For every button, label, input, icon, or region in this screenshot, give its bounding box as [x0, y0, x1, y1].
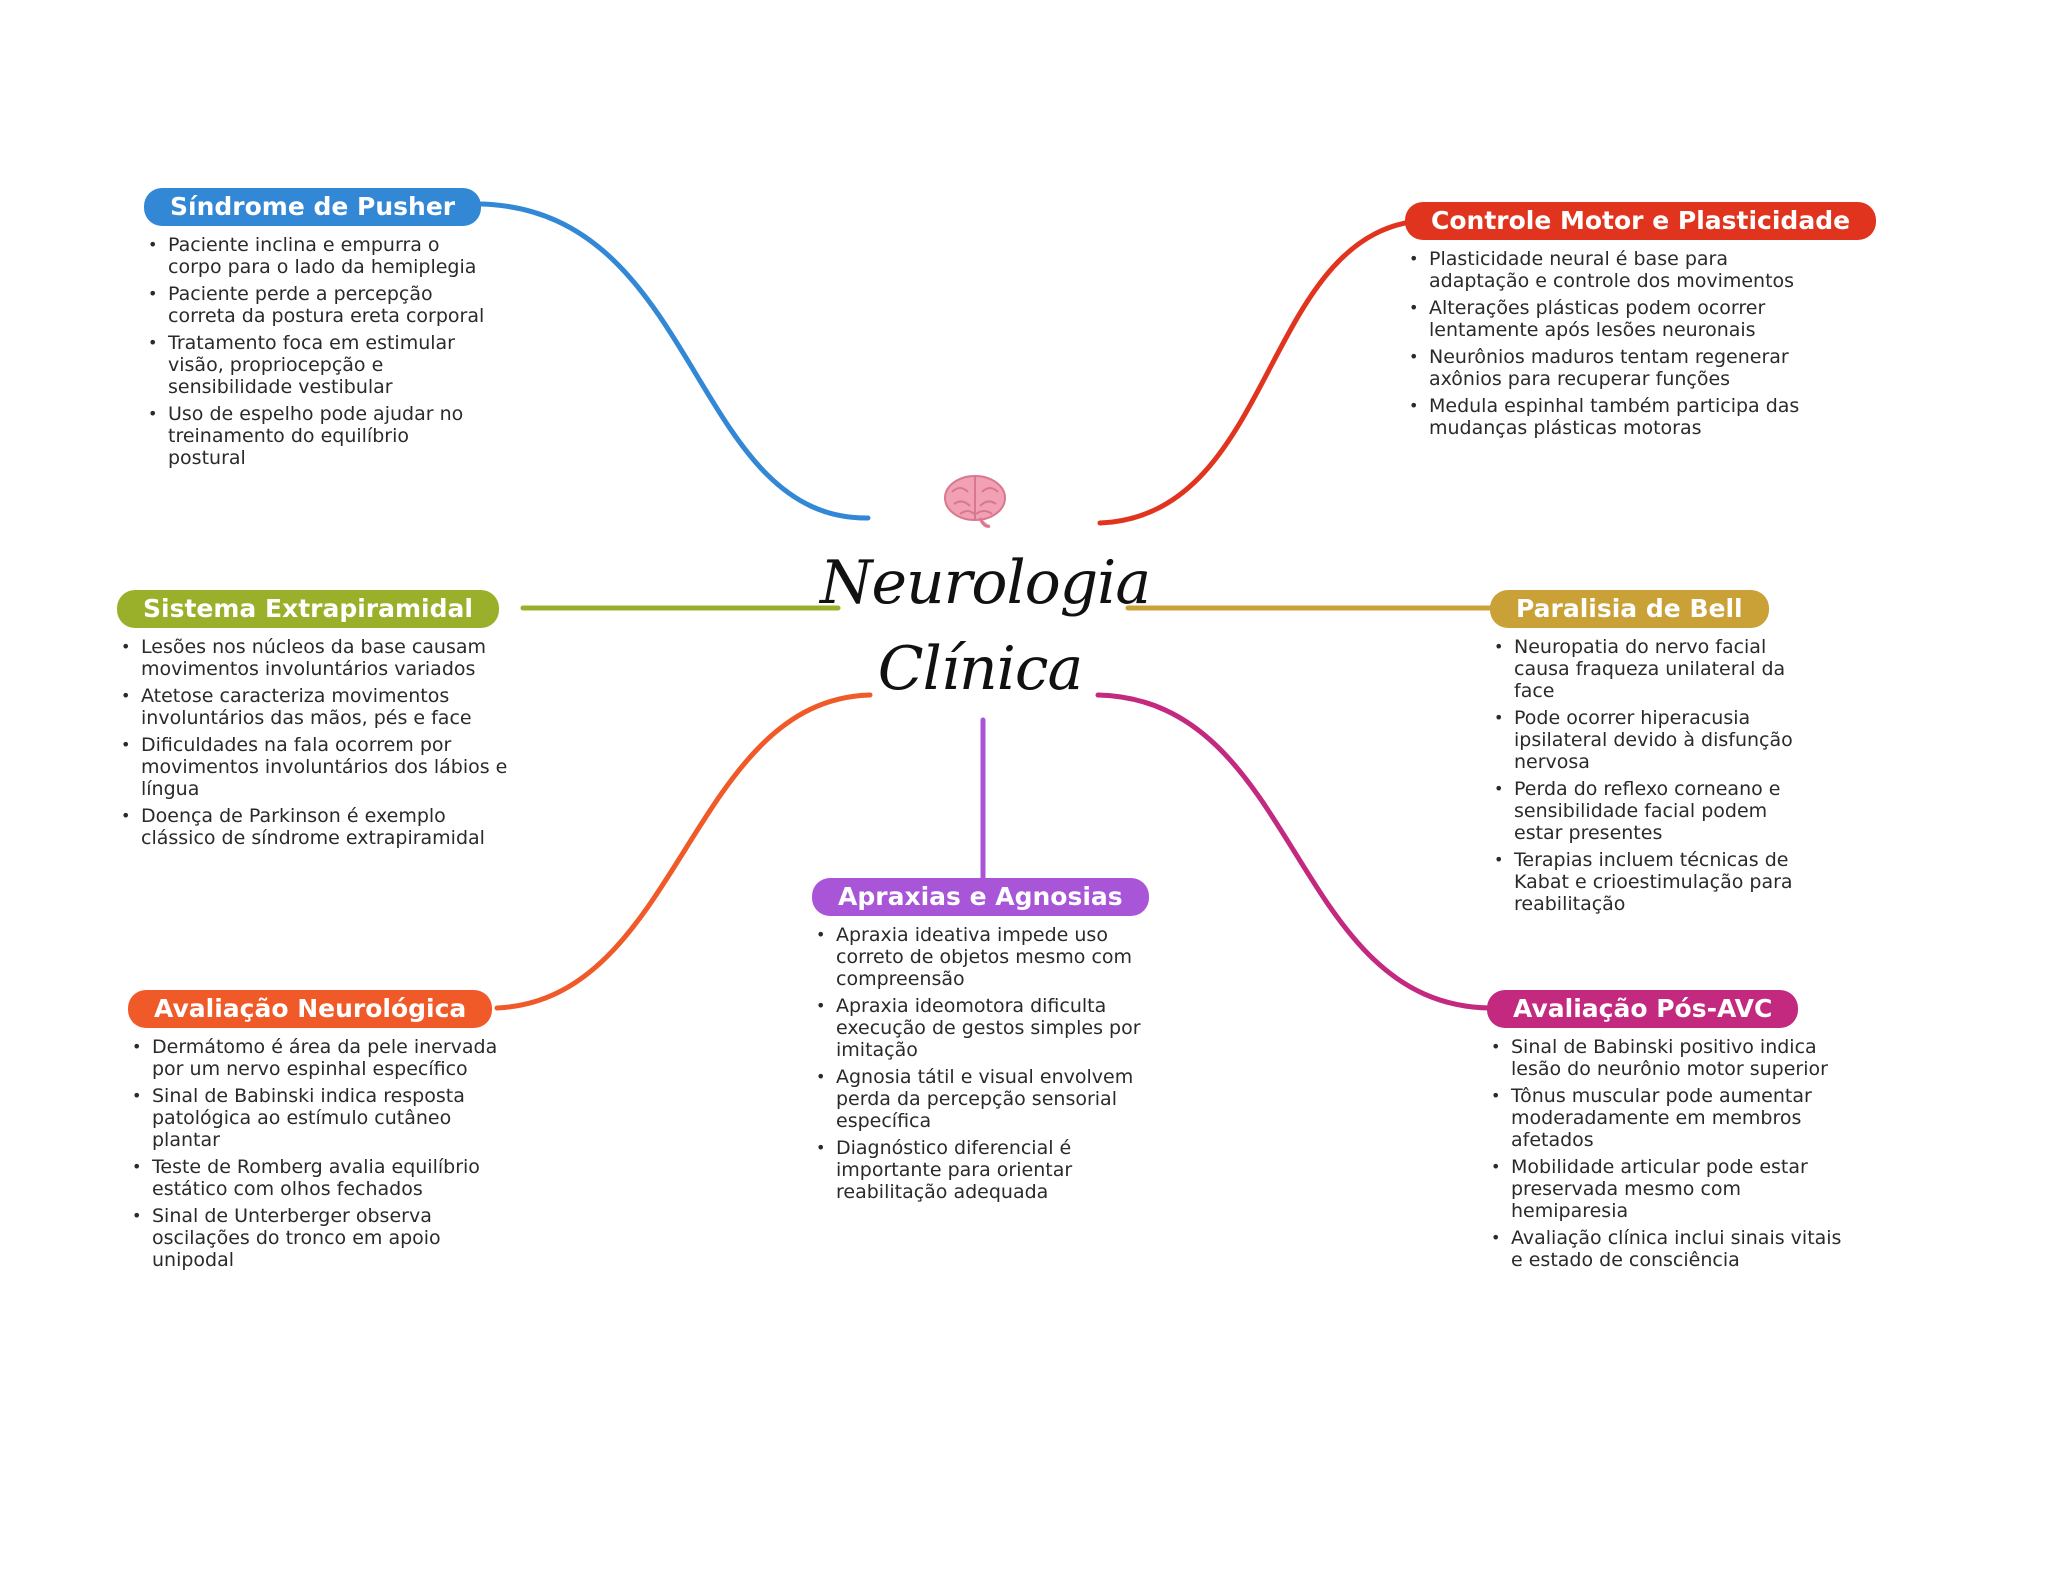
list-item: Terapias incluem técnicas de Kabat e cri…	[1490, 849, 1820, 915]
list-item: Dificuldades na fala ocorrem por movimen…	[117, 734, 517, 800]
central-title: Neurologia Clínica	[820, 540, 1151, 712]
brain-icon	[944, 475, 1006, 528]
node-controle-motor-label[interactable]: Controle Motor e Plasticidade	[1405, 202, 1877, 240]
list-item: Diagnóstico diferencial é importante par…	[812, 1137, 1167, 1203]
central-title-line2: Clínica	[877, 634, 1084, 704]
list-item: Paciente perde a percepção correta da po…	[144, 283, 489, 327]
list-item: Alterações plásticas podem ocorrer lenta…	[1405, 297, 1825, 341]
list-item: Apraxia ideomotora dificulta execução de…	[812, 995, 1167, 1061]
central-topic: Neurologia Clínica	[820, 470, 1151, 712]
node-bell-items: Neuropatia do nervo facial causa fraquez…	[1490, 636, 1820, 915]
node-avaliacao-neurologica-items: Dermátomo é área da pele inervada por um…	[128, 1036, 508, 1271]
list-item: Neuropatia do nervo facial causa fraquez…	[1490, 636, 1820, 702]
list-item: Plasticidade neural é base para adaptaçã…	[1405, 248, 1825, 292]
node-apraxias: Apraxias e Agnosias Apraxia ideativa imp…	[812, 878, 1167, 1208]
node-pos-avc-items: Sinal de Babinski positivo indica lesão …	[1487, 1036, 1842, 1271]
node-pos-avc-label[interactable]: Avaliação Pós-AVC	[1487, 990, 1799, 1028]
connector-avaliacao-neurologica	[494, 692, 873, 1011]
node-pusher-items: Paciente inclina e empurra o corpo para …	[144, 234, 489, 469]
list-item: Paciente inclina e empurra o corpo para …	[144, 234, 489, 278]
node-pusher-label[interactable]: Síndrome de Pusher	[144, 188, 482, 226]
node-pusher: Síndrome de Pusher Paciente inclina e em…	[144, 188, 489, 474]
node-avaliacao-neurologica-label[interactable]: Avaliação Neurológica	[128, 990, 493, 1028]
connector-pos-avc	[1095, 692, 1493, 1011]
list-item: Avaliação clínica inclui sinais vitais e…	[1487, 1227, 1842, 1271]
list-item: Sinal de Unterberger observa oscilações …	[128, 1205, 508, 1271]
list-item: Apraxia ideativa impede uso correto de o…	[812, 924, 1167, 990]
list-item: Tônus muscular pode aumentar moderadamen…	[1487, 1085, 1842, 1151]
list-item: Mobilidade articular pode estar preserva…	[1487, 1156, 1842, 1222]
node-extrapiramidal: Sistema Extrapiramidal Lesões nos núcleo…	[117, 590, 517, 854]
list-item: Medula espinhal também participa das mud…	[1405, 395, 1825, 439]
node-pos-avc: Avaliação Pós-AVC Sinal de Babinski posi…	[1487, 990, 1842, 1276]
list-item: Neurônios maduros tentam regenerar axôni…	[1405, 346, 1825, 390]
list-item: Uso de espelho pode ajudar no treinament…	[144, 403, 489, 469]
list-item: Sinal de Babinski positivo indica lesão …	[1487, 1036, 1842, 1080]
list-item: Pode ocorrer hiperacusia ipsilateral dev…	[1490, 707, 1820, 773]
node-apraxias-items: Apraxia ideativa impede uso correto de o…	[812, 924, 1167, 1203]
node-extrapiramidal-items: Lesões nos núcleos da base causam movime…	[117, 636, 517, 849]
node-avaliacao-neurologica: Avaliação Neurológica Dermátomo é área d…	[128, 990, 508, 1276]
list-item: Agnosia tátil e visual envolvem perda da…	[812, 1066, 1167, 1132]
node-bell-label[interactable]: Paralisia de Bell	[1490, 590, 1769, 628]
list-item: Lesões nos núcleos da base causam movime…	[117, 636, 517, 680]
node-apraxias-label[interactable]: Apraxias e Agnosias	[812, 878, 1149, 916]
list-item: Tratamento foca em estimular visão, prop…	[144, 332, 489, 398]
node-extrapiramidal-label[interactable]: Sistema Extrapiramidal	[117, 590, 499, 628]
list-item: Doença de Parkinson é exemplo clássico d…	[117, 805, 517, 849]
connector-pusher	[478, 201, 871, 521]
list-item: Dermátomo é área da pele inervada por um…	[128, 1036, 508, 1080]
node-controle-motor-items: Plasticidade neural é base para adaptaçã…	[1405, 248, 1825, 439]
list-item: Teste de Romberg avalia equilíbrio estát…	[128, 1156, 508, 1200]
list-item: Atetose caracteriza movimentos involuntá…	[117, 685, 517, 729]
central-title-line1: Neurologia	[820, 548, 1151, 618]
node-controle-motor: Controle Motor e Plasticidade Plasticida…	[1405, 202, 1925, 444]
list-item: Sinal de Babinski indica resposta patoló…	[128, 1085, 508, 1151]
connector-controle-motor	[1097, 217, 1433, 526]
node-bell: Paralisia de Bell Neuropatia do nervo fa…	[1490, 590, 1820, 920]
list-item: Perda do reflexo corneano e sensibilidad…	[1490, 778, 1820, 844]
